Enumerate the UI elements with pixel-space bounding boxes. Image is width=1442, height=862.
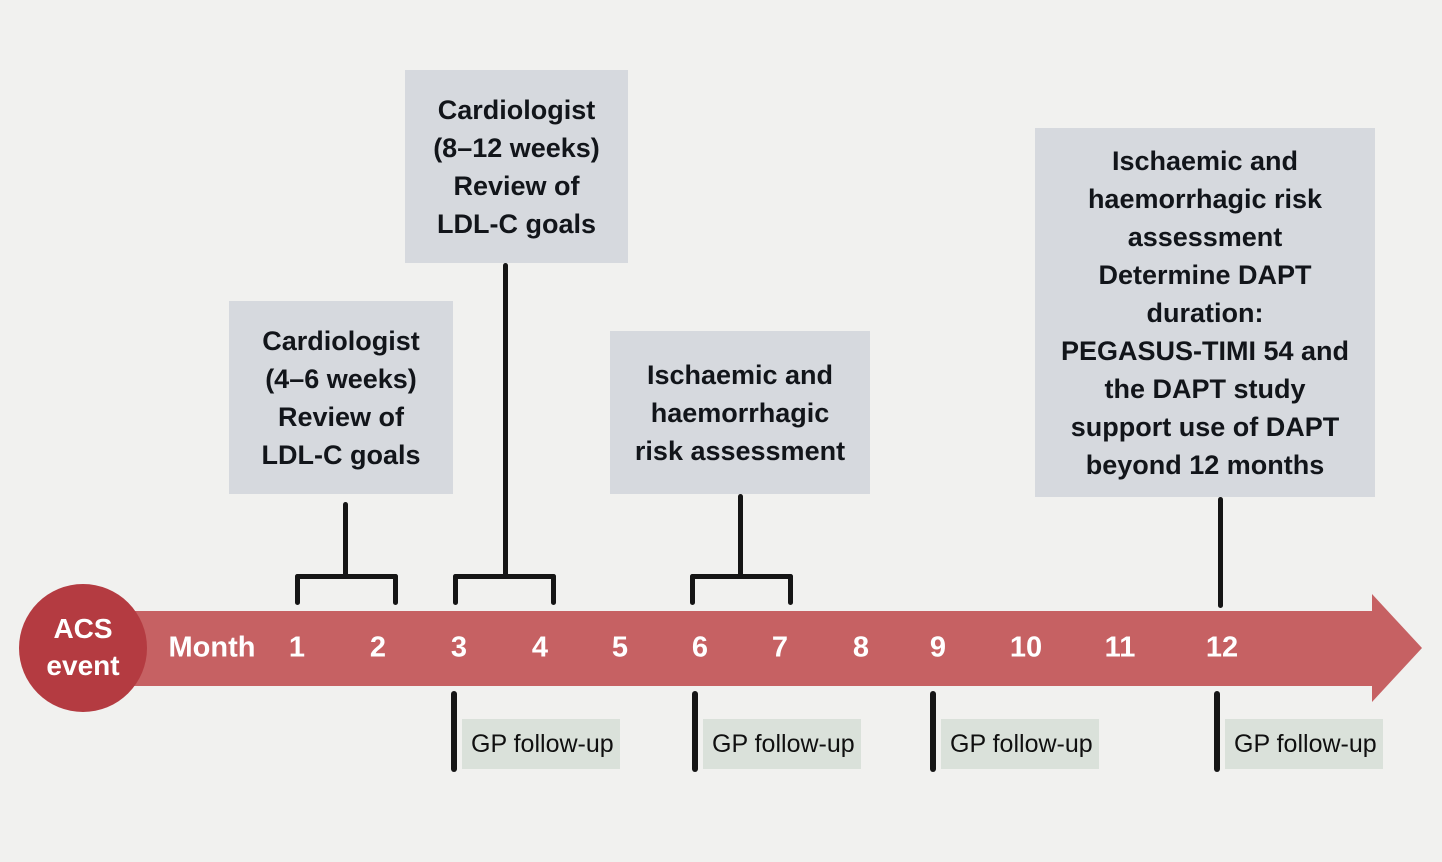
gp-followup-tick-month-12 xyxy=(1214,691,1220,772)
gp-followup-label-month-9: GP follow-up xyxy=(941,719,1099,769)
month-label-9: 9 xyxy=(929,631,947,664)
callout-text: Ischaemic and haemorrhagic risk assessme… xyxy=(1060,145,1350,480)
gp-followup-text: GP follow-up xyxy=(950,729,1093,758)
callout-cardiologist-8-12-weeks: Cardiologist (8–12 weeks) Review of LDL-… xyxy=(405,70,628,263)
bracket-months-3-4-bar xyxy=(453,574,556,579)
bracket-months-3-4-stem xyxy=(503,263,508,578)
month-label-4: 4 xyxy=(531,631,549,664)
month-label-8: 8 xyxy=(852,631,870,664)
gp-followup-tick-month-9 xyxy=(930,691,936,772)
timeline-bar xyxy=(85,611,1373,686)
bracket-months-1-2-bar xyxy=(295,574,398,579)
bracket-months-3-4-right-leg xyxy=(551,574,556,605)
callout-text: Cardiologist (8–12 weeks) Review of LDL-… xyxy=(433,94,600,239)
gp-followup-tick-month-3 xyxy=(451,691,457,772)
gp-followup-label-month-12: GP follow-up xyxy=(1225,719,1383,769)
gp-followup-text: GP follow-up xyxy=(712,729,855,758)
callout-risk-assessment: Ischaemic and haemorrhagic risk assessme… xyxy=(610,331,870,494)
month-label-10: 10 xyxy=(1009,631,1043,664)
bracket-months-1-2-left-leg xyxy=(295,574,300,605)
month-label-2: 2 xyxy=(369,631,387,664)
gp-followup-tick-month-6 xyxy=(692,691,698,772)
gp-followup-text: GP follow-up xyxy=(1234,729,1377,758)
month-label-11: 11 xyxy=(1104,631,1136,664)
month-axis-label: Month xyxy=(168,631,256,664)
bracket-months-6-7-left-leg xyxy=(690,574,695,605)
bracket-months-1-2-right-leg xyxy=(393,574,398,605)
month-label-7: 7 xyxy=(771,631,789,664)
month-label-3: 3 xyxy=(450,631,468,664)
month-label-12: 12 xyxy=(1205,631,1239,664)
timeline-arrowhead-icon xyxy=(1372,594,1422,702)
acs-event-label: ACS event xyxy=(46,613,120,681)
bracket-months-6-7-bar xyxy=(690,574,793,579)
callout-risk-assessment-dapt: Ischaemic and haemorrhagic risk assessme… xyxy=(1035,128,1375,497)
bracket-months-6-7-stem xyxy=(738,494,743,578)
callout-cardiologist-4-6-weeks: Cardiologist (4–6 weeks) Review of LDL-C… xyxy=(229,301,453,494)
month-label-5: 5 xyxy=(611,631,629,664)
callout-text: Ischaemic and haemorrhagic risk assessme… xyxy=(634,359,846,466)
connector-month-12-stem xyxy=(1218,497,1223,608)
month-label-1: 1 xyxy=(288,631,306,664)
callout-text: Cardiologist (4–6 weeks) Review of LDL-C… xyxy=(261,325,421,470)
acs-event-badge: ACS event xyxy=(19,584,147,712)
bracket-months-6-7-right-leg xyxy=(788,574,793,605)
gp-followup-label-month-3: GP follow-up xyxy=(462,719,620,769)
month-label-6: 6 xyxy=(691,631,709,664)
bracket-months-3-4-left-leg xyxy=(453,574,458,605)
gp-followup-text: GP follow-up xyxy=(471,729,614,758)
bracket-months-1-2-stem xyxy=(343,502,348,578)
gp-followup-label-month-6: GP follow-up xyxy=(703,719,861,769)
